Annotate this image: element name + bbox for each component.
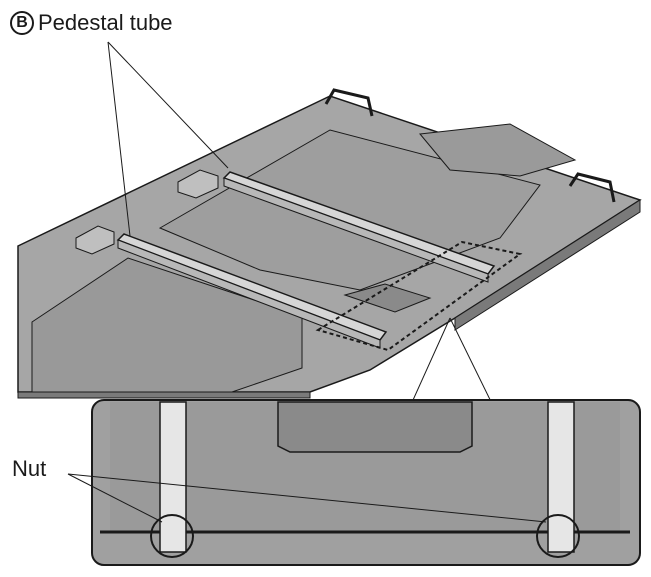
display-panel [17, 95, 642, 399]
part-letter-badge: B [10, 11, 34, 35]
rear-cover-left [31, 257, 303, 393]
nut-label: Nut [12, 456, 47, 481]
pedestal-tube-label: B Pedestal tube [10, 10, 173, 36]
nut-leader-lines [67, 473, 547, 523]
panel-side-front [17, 391, 311, 399]
detail-tube-right [547, 401, 575, 553]
rear-recess-right [419, 123, 577, 177]
detail-recess [277, 401, 473, 453]
pedestal-tubes [116, 171, 496, 349]
nut-marker-left [150, 514, 194, 558]
nut-marker-right [536, 514, 580, 558]
detail-inset [91, 399, 641, 566]
panel-side-right [454, 199, 641, 331]
spacer-blocks [75, 169, 219, 255]
detail-tube-left [159, 401, 187, 553]
handle-left [324, 88, 374, 117]
handles [324, 88, 616, 203]
pedestal-tube-text: Pedestal tube [38, 10, 173, 35]
terminal-plate [343, 283, 432, 313]
detail-highlight-region [315, 240, 523, 352]
handle-right [568, 172, 616, 203]
